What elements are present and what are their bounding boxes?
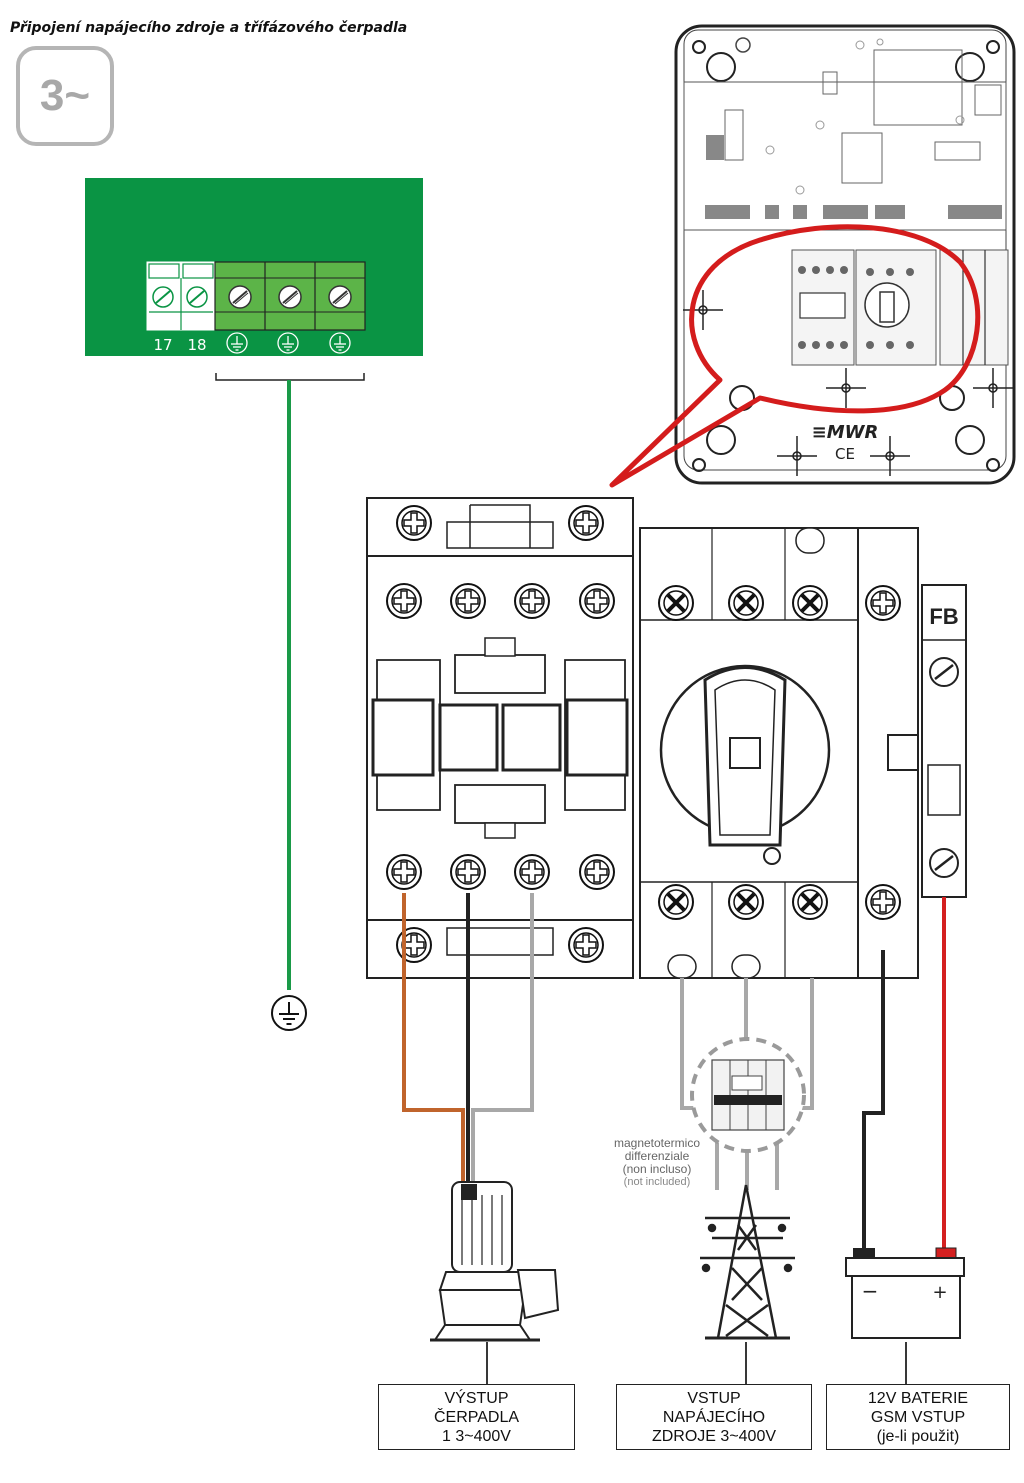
control-board-terminals: 17 18 [85, 178, 423, 356]
power-input-label: VSTUP NAPÁJECÍHO ZDROJE 3~400V [616, 1384, 812, 1450]
breaker-note-line-1: magnetotermico [613, 1136, 701, 1150]
battery-plus-label: + [932, 1282, 947, 1303]
fb-label: FB [929, 604, 958, 629]
breaker-note-line-2: differenziale [624, 1149, 690, 1163]
callout-bubble [609, 224, 981, 488]
power-input-line-2: NAPÁJECÍHO [662, 1408, 766, 1426]
wiring [402, 893, 946, 1250]
three-phase-badge: 3~ [16, 46, 114, 146]
breaker-note-line-3: (non incluso) [622, 1162, 692, 1176]
pump-phase-wire-brown [402, 893, 465, 1190]
pump-output-label: VÝSTUP ČERPADLA 1 3~400V [378, 1384, 575, 1450]
terminal-label-17: 17 [153, 336, 172, 354]
contactor [366, 497, 634, 979]
power-input-line-3: ZDROJE 3~400V [651, 1427, 777, 1445]
battery-input-label: 12V BATERIE GSM VSTUP (je-li použit) [826, 1384, 1010, 1450]
breaker-note-subtext: (not included) [623, 1176, 691, 1188]
control-enclosure: ≡MWR CE [674, 24, 1016, 485]
ground-icon [271, 995, 307, 1031]
breaker-note: magnetotermico differenziale (non inclus… [598, 1137, 716, 1189]
power-pylon-icon [700, 1184, 795, 1340]
submersible-pump-icon [430, 1181, 560, 1342]
terminal-screw-18 [186, 286, 208, 308]
pump-output-line-1: VÝSTUP [444, 1389, 509, 1407]
battery-input-line-1: 12V BATERIE [867, 1389, 969, 1407]
fb-fuse-holder: FB [921, 584, 967, 898]
battery-icon: − + [845, 1247, 965, 1339]
diagram-title: Připojení napájecího zdroje a třífázovéh… [10, 20, 408, 36]
auxiliary-module [857, 527, 919, 979]
terminal-screw-17 [152, 286, 174, 308]
earth-symbol-icon [226, 332, 248, 354]
pump-output-line-2: ČERPADLA [433, 1408, 520, 1426]
power-input-line-1: VSTUP [687, 1389, 741, 1407]
earth-terminal-screw-1 [228, 285, 252, 309]
battery-input-line-3: (je-li použit) [876, 1427, 960, 1445]
breaker-circle [690, 1037, 806, 1153]
ce-mark: CE [835, 445, 855, 463]
earth-terminal-screw-2 [278, 285, 302, 309]
terminal-label-18: 18 [187, 336, 206, 354]
earth-symbol-icon [329, 332, 351, 354]
earth-symbol-icon [277, 332, 299, 354]
earth-terminal-screw-3 [328, 285, 352, 309]
pump-phase-wire-grey [471, 893, 534, 1190]
battery-input-line-2: GSM VSTUP [870, 1408, 966, 1426]
main-isolator-switch [639, 527, 859, 979]
battery-negative-wire [862, 950, 885, 1250]
brand-logo: ≡MWR [812, 422, 879, 443]
pump-output-line-3: 1 3~400V [442, 1427, 511, 1445]
battery-minus-label: − [862, 1279, 879, 1303]
